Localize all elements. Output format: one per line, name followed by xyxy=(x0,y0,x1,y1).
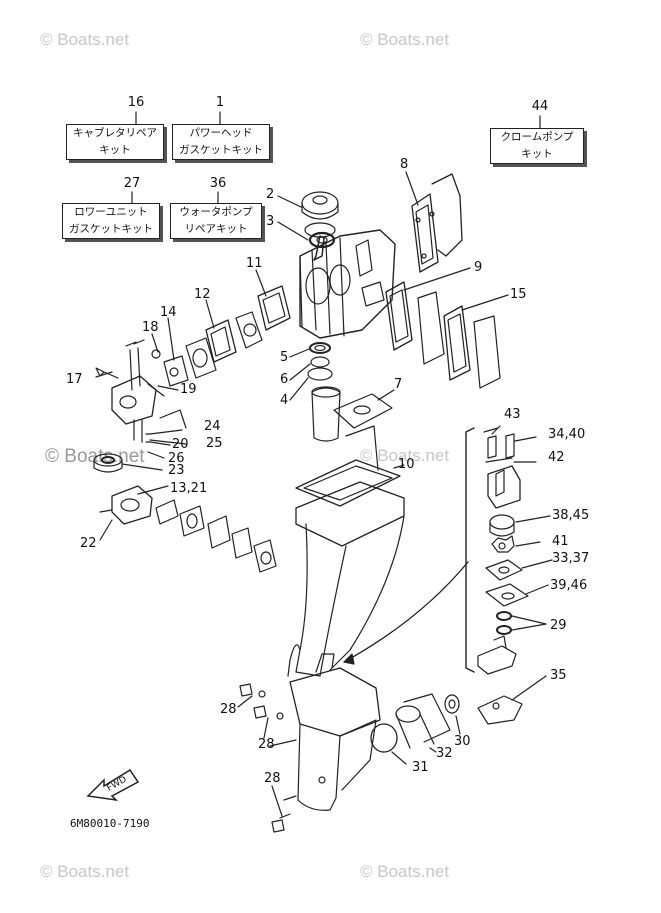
callout-number: 10 xyxy=(398,457,415,472)
callout-number: 4 xyxy=(280,393,289,408)
callout-number: 35 xyxy=(550,668,567,683)
part-reference: 6M80010-7190 xyxy=(70,817,150,830)
kit-label-line: リペアキット xyxy=(184,223,248,235)
callout-number: 5 xyxy=(280,350,289,365)
callout-number: 18 xyxy=(142,320,159,335)
callout-number: 31 xyxy=(412,760,429,775)
forward-arrow-icon: FWD xyxy=(86,768,140,802)
callout-number: 17 xyxy=(66,372,83,387)
callout-number: 28 xyxy=(220,702,237,717)
kit-number: 27 xyxy=(123,176,141,191)
kit-number: 16 xyxy=(127,95,145,110)
callout-number: 29 xyxy=(550,618,567,633)
kit-number: 44 xyxy=(531,99,549,114)
kit-label-line: キット xyxy=(99,144,131,156)
watermark: © Boats.net xyxy=(360,446,450,465)
watermark: © Boats.net xyxy=(40,862,130,881)
kit-label-powerhead-gasket: パワーヘッド ガスケットキット xyxy=(172,124,270,160)
powerhead-block xyxy=(299,229,396,339)
callout-number: 43 xyxy=(504,407,521,422)
watermark: © Boats.net xyxy=(45,446,145,467)
callout-number: 20 xyxy=(172,437,189,452)
callout-number: 25 xyxy=(206,436,223,451)
callout-number: 39,46 xyxy=(550,578,588,593)
callout-number: 41 xyxy=(552,534,569,549)
callout-number: 26 xyxy=(168,451,185,466)
callout-number: 28 xyxy=(258,737,275,752)
water-pump-assembly xyxy=(477,425,553,725)
kit-label-water-pump-repair: ウォータポンプ リペアキット xyxy=(170,203,262,239)
kit-label-carburetor-repair: キャブレタリペア キット xyxy=(66,124,164,160)
watermark: © Boats.net xyxy=(360,862,450,881)
kit-label-chrome-pump: クロームポンプ キット xyxy=(490,128,584,164)
callout-number: 30 xyxy=(454,734,471,749)
kit-label-line: キット xyxy=(521,148,553,160)
upper-casing xyxy=(287,425,405,677)
callout-number: 13,21 xyxy=(170,481,208,496)
kit-label-line: クロームポンプ xyxy=(500,131,574,143)
callout-number: 19 xyxy=(180,382,197,397)
kit-label-line: ガスケットキット xyxy=(179,144,263,156)
callout-number: 12 xyxy=(194,287,211,302)
watermark: © Boats.net xyxy=(360,30,450,49)
callout-number: 15 xyxy=(510,287,527,302)
kit-label-line: ガスケットキット xyxy=(69,223,153,235)
callout-number: 32 xyxy=(436,746,453,761)
watermark: © Boats.net xyxy=(40,30,130,49)
callout-number: 9 xyxy=(474,260,483,275)
kit-label-lower-unit-gasket: ロワーユニット ガスケットキット xyxy=(62,203,160,239)
callout-number: 38,45 xyxy=(552,508,590,523)
kit-label-line: ロワーユニット xyxy=(74,206,148,218)
callout-number: 7 xyxy=(394,377,403,392)
callout-number: 3 xyxy=(266,214,275,229)
kit-label-line: ウォータポンプ xyxy=(179,206,253,218)
callout-number: 23 xyxy=(168,463,185,478)
callout-number: 6 xyxy=(280,372,289,387)
callout-number: 14 xyxy=(160,305,177,320)
callout-number: 28 xyxy=(264,771,281,786)
kit-label-line: キャブレタリペア xyxy=(73,127,157,139)
kit-label-line: パワーヘッド xyxy=(189,127,253,139)
callout-number: 8 xyxy=(400,157,409,172)
callout-number: 2 xyxy=(266,187,275,202)
callout-number: 24 xyxy=(204,419,221,434)
callout-number: 33,37 xyxy=(552,551,590,566)
carburetor-body xyxy=(95,339,187,443)
lower-casing xyxy=(269,653,381,819)
callout-number: 42 xyxy=(548,450,565,465)
kit-number: 36 xyxy=(209,176,227,191)
callout-number: 34,40 xyxy=(548,427,586,442)
callout-number: 11 xyxy=(246,256,263,271)
kit-number: 1 xyxy=(215,95,225,110)
callout-number: 22 xyxy=(80,536,97,551)
